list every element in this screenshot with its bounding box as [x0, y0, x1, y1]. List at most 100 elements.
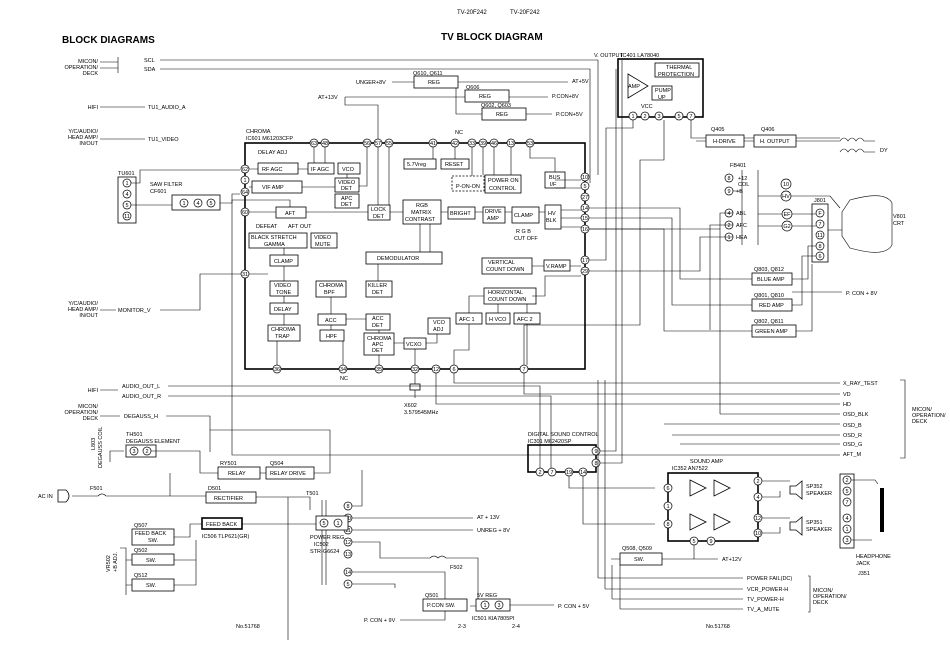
- p-con-wires: [352, 571, 554, 621]
- sound-amp-pins: 6 1 8 5 9 2 4 12 10: [663, 476, 763, 546]
- left-port-micon2: MICON/ OPERATION/ DECK: [64, 404, 98, 422]
- q610-label: Q610, Q611: [413, 71, 443, 77]
- power-on-control-block: [484, 174, 522, 194]
- svg-text:7: 7: [689, 114, 692, 120]
- svg-text:G2: G2: [783, 224, 790, 230]
- svg-text:7: 7: [818, 222, 821, 228]
- sound-amp-ref: IC352 AN7522: [672, 466, 708, 472]
- svg-text:10: 10: [783, 182, 789, 188]
- black-stretch-l2: GAMMA: [264, 242, 285, 248]
- sw-q502-block: [131, 553, 175, 566]
- pump-l1: PUMP: [655, 88, 671, 94]
- fbt-right-pins: 10 HV EF G2: [780, 178, 793, 232]
- svg-text:13: 13: [508, 141, 514, 147]
- vif-amp-label: VIF AMP: [262, 185, 284, 191]
- fbt-abl: ABL: [736, 211, 746, 217]
- v-ramp-block: [543, 259, 571, 272]
- bottom-right-lines: [597, 380, 811, 613]
- v-output-ref: IC401 LA78040: [621, 53, 659, 59]
- fbt-hea: HEA: [736, 235, 748, 241]
- left-port-micon: MICON/ OPERATION/ DECK: [64, 59, 98, 77]
- svg-text:34: 34: [340, 367, 346, 373]
- reg2-label: REG: [479, 94, 491, 100]
- port-tu1-video: TU1_VIDEO: [148, 137, 179, 143]
- svg-text:5: 5: [346, 582, 349, 588]
- port-hifi2: HIFI: [88, 388, 99, 394]
- micon-bracket: [100, 57, 119, 73]
- page-left: 2-3: [458, 624, 466, 630]
- svg-text:OPERATION/: OPERATION/: [64, 410, 98, 416]
- video-tone-l1: VIDEO: [274, 283, 292, 289]
- saw-pins: 1 4 5: [179, 198, 216, 208]
- j801-label: J801: [814, 198, 826, 204]
- svg-text:EF: EF: [783, 212, 791, 218]
- port-monitor-v: MONITOR_V: [118, 308, 151, 314]
- unger-label: UNGER+8V: [356, 80, 386, 86]
- defeat-label: DEFEAT: [256, 224, 278, 230]
- if-agc-label: IF AGC: [311, 167, 329, 173]
- q504-label: Q504: [270, 461, 283, 467]
- chroma-bpf-l2: BPF: [324, 290, 335, 296]
- svg-text:56: 56: [364, 141, 370, 147]
- p-on-on-block: [451, 175, 485, 192]
- svg-text:AFT_M: AFT_M: [843, 452, 861, 458]
- apc-det-l1: APC: [341, 196, 352, 202]
- headphone-plug: [880, 488, 884, 532]
- hpf-block: [319, 329, 345, 342]
- svg-text:OSD_G: OSD_G: [843, 442, 862, 448]
- pump-block: [651, 85, 673, 101]
- svg-text:HEAD AMP/: HEAD AMP/: [68, 135, 98, 141]
- svg-text:F: F: [818, 211, 822, 217]
- footer-left: No.51768: [236, 624, 260, 630]
- vcd-l1: VERTICAL: [488, 260, 515, 266]
- apc-det-block: [334, 193, 360, 209]
- svg-text:6: 6: [452, 367, 455, 373]
- bus-lines: [160, 59, 599, 183]
- svg-text:57: 57: [375, 141, 381, 147]
- bottom-right-micon: MICON/ OPERATION/ DECK: [813, 588, 847, 606]
- video-mute-block: [310, 232, 338, 249]
- bright-label: BRIGHT: [450, 211, 471, 217]
- killer-det-block: [365, 280, 393, 298]
- at13-label: AT+13V: [318, 95, 338, 101]
- svg-text:1: 1: [666, 504, 669, 510]
- vr502-l2: +B ADJ.: [113, 552, 119, 572]
- acc-label: ACC: [325, 318, 337, 324]
- fbt-12: +12: [738, 176, 747, 182]
- delay-label: DELAY: [274, 307, 292, 313]
- chroma-ref: IC601 M61203CFP: [246, 136, 293, 142]
- p-con-sw-label: P.CON SW.: [427, 603, 456, 609]
- svg-text:OPERATION/: OPERATION/: [813, 594, 847, 600]
- headphone-l2: JACK: [856, 561, 870, 567]
- crt-ref: V801: [893, 214, 906, 220]
- sound-amp-wires: [762, 479, 879, 541]
- regulator-wires: [344, 81, 568, 139]
- crt-wires: [792, 213, 842, 231]
- reg1-label: REG: [428, 80, 440, 86]
- svg-text:8: 8: [727, 176, 730, 182]
- killer-det-l2: DET: [372, 290, 384, 296]
- ac-in-label: AC IN: [38, 494, 53, 500]
- reg5v-label: 5V REG: [477, 593, 497, 599]
- svg-text:11: 11: [817, 233, 823, 239]
- svg-text:TV_POWER-H: TV_POWER-H: [747, 597, 784, 603]
- v-output-title: V. OUTPUT: [594, 53, 623, 59]
- svg-text:10: 10: [582, 175, 588, 181]
- svg-text:16: 16: [582, 227, 588, 233]
- svg-text:2: 2: [538, 470, 541, 476]
- port-tu1-audio: TU1_AUDIO_A: [148, 105, 186, 111]
- f501-label: F501: [90, 486, 103, 492]
- power-reg-l2: IC502: [314, 542, 329, 548]
- dsc-ref: IC301 M62420SP: [528, 439, 572, 445]
- pump-l2: UP: [658, 95, 666, 101]
- sp352-l1: SP352: [806, 484, 823, 490]
- if-agc-block: [307, 162, 335, 175]
- lock-det-l1: LOCK: [371, 207, 386, 213]
- clamp-label: CLAMP: [274, 259, 293, 265]
- q802-label: Q802, Q811: [754, 319, 784, 325]
- svg-text:46: 46: [491, 141, 497, 147]
- vco-block: [337, 162, 361, 175]
- svg-text:48: 48: [322, 141, 328, 147]
- port-sda: SDA: [144, 67, 156, 73]
- relay-label: RELAY: [228, 471, 246, 477]
